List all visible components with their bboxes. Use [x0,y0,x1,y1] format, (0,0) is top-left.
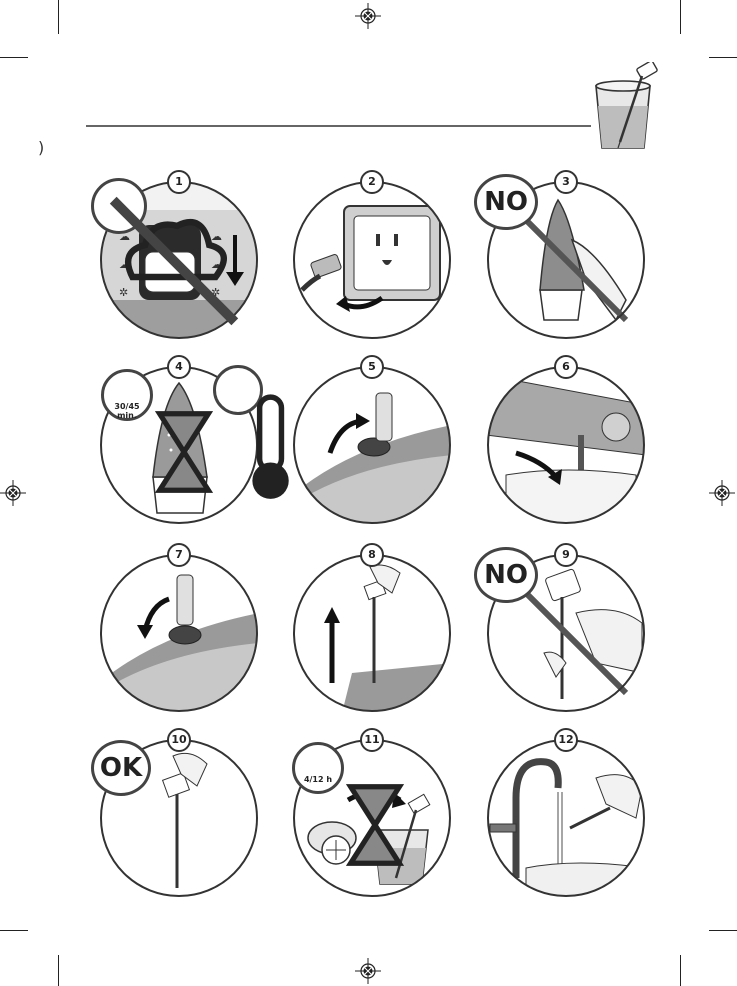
registration-mark-icon [355,3,381,29]
crop-mark [680,0,681,34]
step-5-illustration [292,365,452,525]
step-7-illustration [99,553,259,713]
step-2: 2 [292,180,452,340]
glass-with-anti-calc-rod-icon [586,62,660,154]
side-mark: ) [38,138,44,157]
registration-mark-icon [709,480,735,506]
ok-badge: OK [91,740,151,796]
step-number: 7 [167,543,191,567]
step-8: 8 [292,553,452,713]
crop-mark [0,930,28,931]
step-10: OK 10 [99,738,259,898]
step-number: 10 [167,728,191,752]
step-12-illustration [486,738,646,898]
step-6: 6 [486,365,646,525]
no-badge: NO [474,174,538,230]
registration-mark-icon [355,958,381,984]
step-number: 12 [554,728,578,752]
step-2-illustration [292,180,452,340]
step-number: 8 [360,543,384,567]
step-7: 7 [99,553,259,713]
step-11: 4/12 h 11 [292,738,452,898]
step-number: 3 [554,170,578,194]
crop-mark [58,955,59,986]
hourglass-icon: 4/12 h [292,742,344,794]
crop-mark [58,0,59,34]
crop-mark [0,57,28,58]
step-4: 30/45 min. 4 [99,365,259,525]
steam-icon [91,178,147,234]
step-12: 12 [486,738,646,898]
step-number: 4 [167,355,191,379]
thermometer-down-icon [213,365,263,415]
step-number: 1 [167,170,191,194]
step-1: ☁ ☁ ✲ ☁ ☁ ✲ 1 [99,180,259,340]
registration-mark-icon [0,480,26,506]
step-number: 5 [360,355,384,379]
crop-mark [709,930,737,931]
timer-label: 4/12 h [295,775,341,784]
crop-mark [680,955,681,986]
step-5: 5 [292,365,452,525]
step-number: 2 [360,170,384,194]
step-8-illustration [292,553,452,713]
step-6-illustration [486,365,646,525]
crop-mark [709,57,737,58]
timer-label: 30/45 min. [104,402,150,420]
hourglass-icon: 30/45 min. [101,369,153,421]
step-9: NO 9 [486,553,646,713]
header-rule [86,125,591,127]
no-badge: NO [474,547,538,603]
step-number: 11 [360,728,384,752]
step-number: 6 [554,355,578,379]
step-number: 9 [554,543,578,567]
step-3: NO 3 [486,180,646,340]
